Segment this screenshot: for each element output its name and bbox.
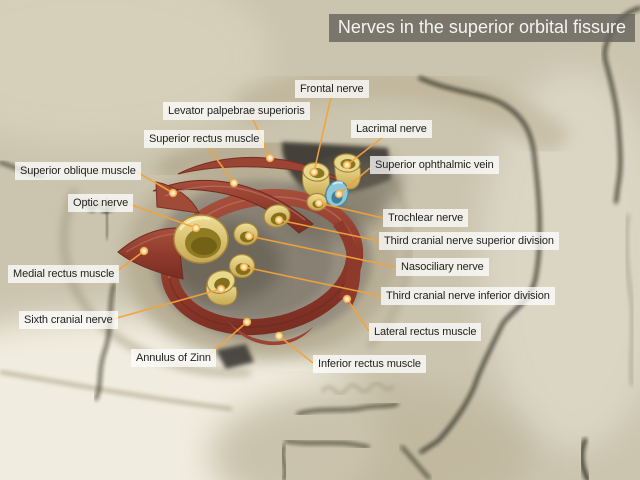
label-levator-palpebrae: Levator palpebrae superioris [163, 102, 310, 121]
label-inferior-rectus: Inferior rectus muscle [313, 355, 426, 374]
leader-lacrimal-nerve [342, 136, 384, 170]
label-lateral-rectus: Lateral rectus muscle [369, 323, 482, 342]
label-superior-oblique: Superior oblique muscle [15, 162, 141, 181]
label-third-superior-division: Third cranial nerve superior division [379, 232, 559, 251]
label-sixth-cranial-nerve: Sixth cranial nerve [19, 311, 118, 330]
leader-nasociliary [244, 231, 397, 268]
label-annulus-of-zinn: Annulus of Zinn [131, 349, 216, 368]
leader-optic-nerve [128, 203, 201, 233]
inferior-fissure-notch [216, 344, 254, 369]
leader-frontal-nerve [309, 96, 332, 177]
leader-medial-rectus [115, 246, 149, 273]
label-third-inferior-division: Third cranial nerve inferior division [381, 287, 555, 306]
leader-third-superior [274, 215, 380, 242]
sixth-nerve-section [205, 270, 238, 306]
leader-trochlear-nerve [314, 198, 384, 219]
lateral-rectus-band [333, 220, 361, 306]
optic-nerve-section [173, 214, 229, 264]
label-lacrimal-nerve: Lacrimal nerve [351, 120, 432, 139]
label-frontal-nerve: Frontal nerve [295, 80, 369, 99]
leader-lines [112, 96, 397, 364]
inferior-rectus-bulge [228, 321, 313, 346]
label-nasociliary-nerve: Nasociliary nerve [396, 258, 489, 277]
leader-superior-oblique [136, 171, 178, 198]
slide-title: Nerves in the superior orbital fissure [328, 14, 635, 42]
label-trochlear-nerve: Trochlear nerve [383, 209, 469, 228]
label-superior-ophthalmic-vein: Superior ophthalmic vein [370, 156, 499, 175]
label-superior-rectus: Superior rectus muscle [144, 130, 265, 149]
label-medial-rectus: Medial rectus muscle [8, 265, 120, 284]
label-optic-nerve: Optic nerve [68, 194, 134, 213]
leader-superior-ophthalmic-vein [334, 167, 371, 199]
extraocular-muscles [117, 157, 364, 346]
leader-third-inferior [239, 262, 382, 297]
leader-superior-rectus [207, 146, 239, 188]
leader-lateral-rectus [342, 294, 370, 332]
leader-inferior-rectus [274, 331, 314, 364]
leader-sixth-cranial [112, 284, 226, 320]
